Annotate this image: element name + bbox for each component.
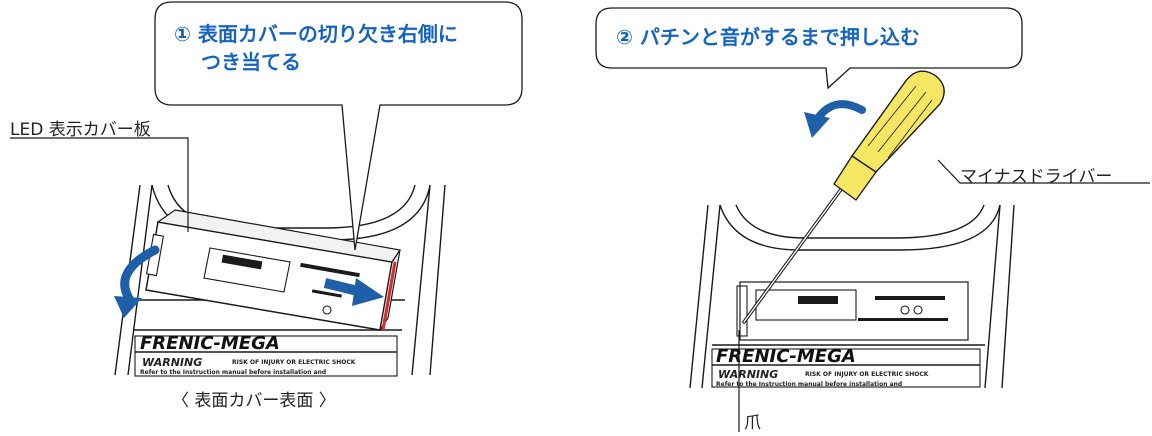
right-warning-note: RISK OF INJURY OR ELECTRIC SHOCK (805, 371, 929, 378)
left-warning-line: Refer to the Instruction manual before i… (140, 369, 327, 376)
screwdriver-label: マイナスドライバー (960, 167, 1113, 187)
curved-rotate-arrow-icon (804, 100, 866, 138)
contact-edge-highlight (381, 261, 397, 331)
right-warning-label: WARNING (718, 368, 779, 381)
led-cover-label: LED 表示カバー板 (10, 120, 151, 140)
screwdriver-icon (742, 70, 945, 324)
claw-label: 爪 (744, 413, 761, 433)
right-device-outline (689, 204, 1015, 389)
led-cover-plate (145, 209, 402, 331)
left-brand-label: FRENIC-MEGA (140, 333, 280, 354)
right-warning-line: Refer to the Instruction manual before i… (716, 381, 903, 388)
step1-callout-bubble (154, 1, 523, 251)
curved-rotate-arrow-icon (114, 245, 160, 318)
right-brand-label: FRENIC-MEGA (716, 346, 856, 367)
left-warning-note: RISK OF INJURY OR ELECTRIC SHOCK (232, 359, 356, 366)
screwdriver-leader-line (937, 159, 1150, 184)
step2-text: ② パチンと音がするまで押し込む (616, 25, 920, 49)
left-warning-label: WARNING (142, 356, 203, 369)
step2-callout-bubble (595, 7, 1023, 90)
right-display-marks (798, 296, 948, 321)
push-right-arrow-icon (323, 278, 384, 306)
step1-line1: ① 表面カバーの切り欠き右側に (174, 22, 458, 46)
caption-label: 〈 表面カバー表面 〉 (172, 391, 336, 411)
led-cover-leader-line (10, 137, 189, 232)
step1-line2: つき当てる (201, 50, 301, 74)
